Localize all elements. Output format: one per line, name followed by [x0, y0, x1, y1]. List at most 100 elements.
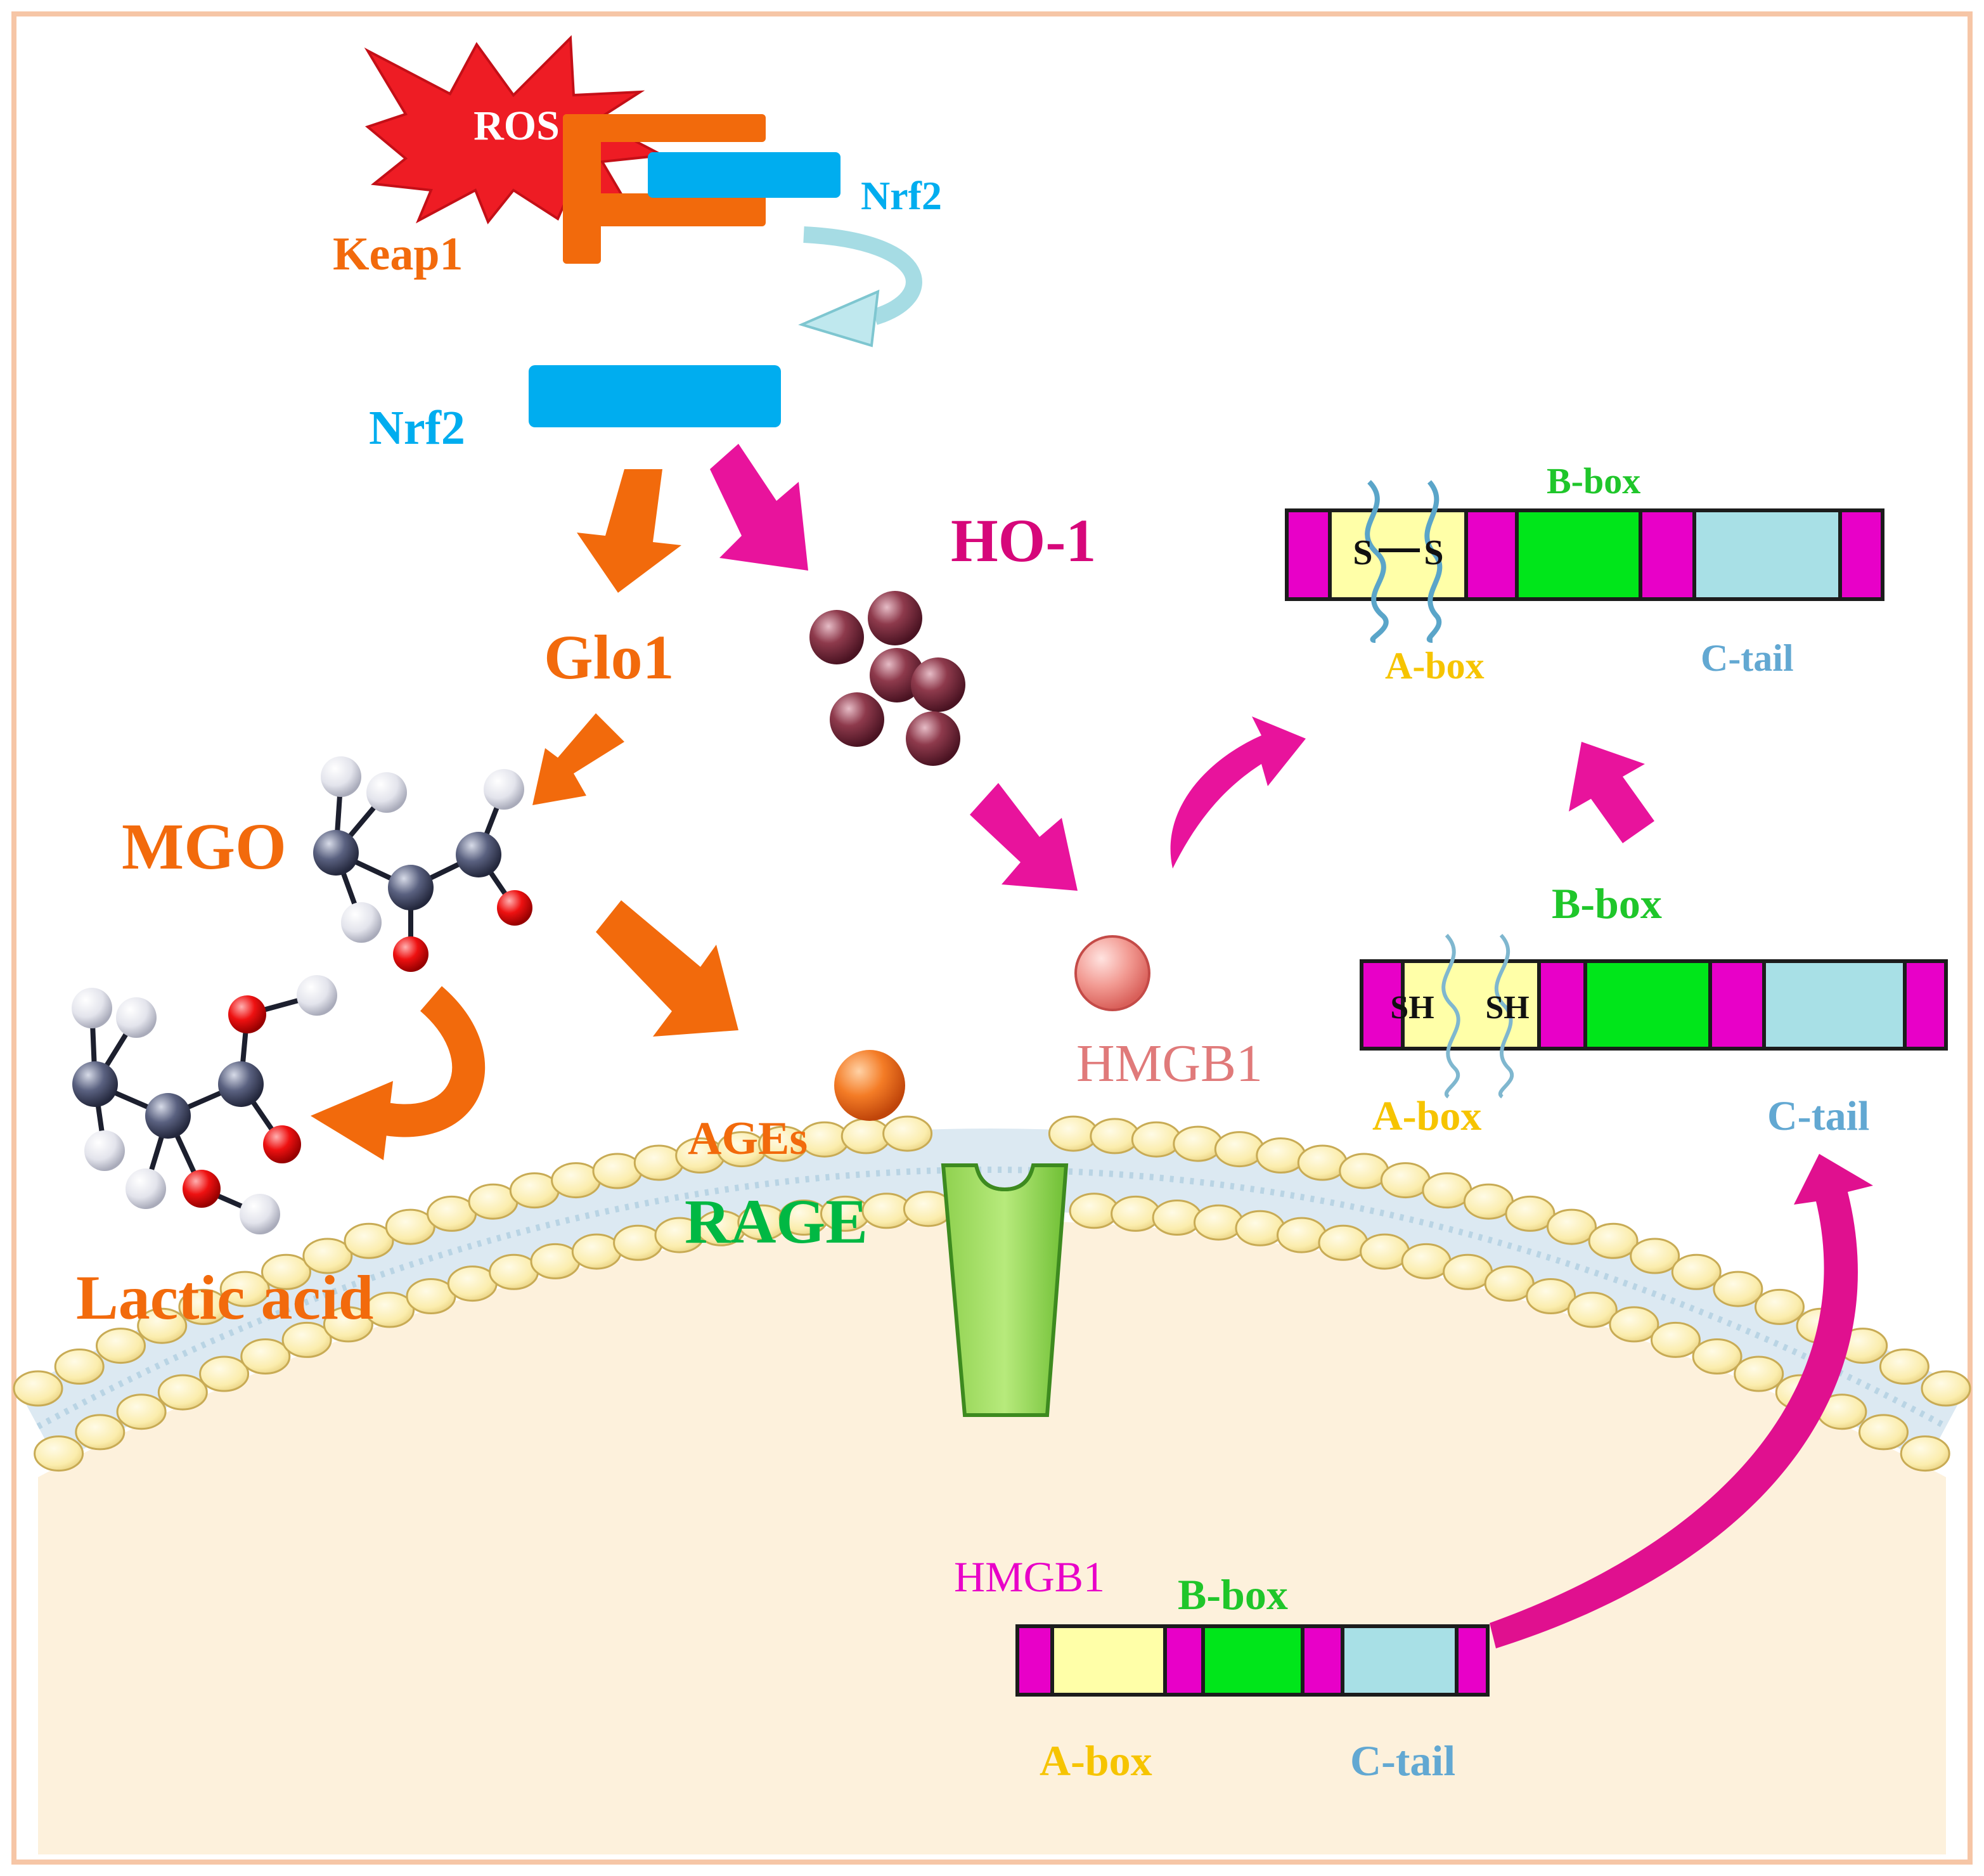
lipid-head [1921, 1370, 1971, 1407]
arrow-mgo-to-lactic-head [311, 1081, 393, 1160]
lipid-head [137, 1307, 188, 1344]
lipid-head [199, 1355, 250, 1392]
lipid-head [1692, 1338, 1742, 1375]
thiol-abox-label: A-box [1372, 1093, 1481, 1139]
lipid-head [1734, 1355, 1784, 1392]
rage-label: RAGE [685, 1186, 868, 1257]
thiol-ctail-label: C-tail [1767, 1093, 1869, 1139]
hmgb1-released-label: HMGB1 [1076, 1034, 1263, 1093]
thiol-hmgb1-protein [1360, 933, 1948, 1099]
hmgb1-sphere [1074, 935, 1150, 1011]
arrow-mgo-to-ages [596, 900, 738, 1037]
ages-sphere [834, 1050, 905, 1121]
lipid-head [1318, 1224, 1369, 1261]
nrf2-free-bar [529, 365, 781, 427]
nuclear-bbox-label: B-box [1178, 1570, 1288, 1619]
lipid-head [96, 1328, 146, 1364]
lipid-head [1111, 1195, 1161, 1232]
keap1-shape [563, 114, 766, 264]
lipid-head [323, 1306, 373, 1343]
lipid-head [1277, 1217, 1327, 1253]
lipid-head [1214, 1131, 1265, 1168]
lipid-head [633, 1144, 684, 1181]
hmgb1-nuclear-label: HMGB1 [954, 1553, 1105, 1601]
lipid-head [1256, 1137, 1306, 1174]
lipid-head [240, 1338, 291, 1375]
lipid-head [1505, 1195, 1556, 1232]
lactic-acid-label: Lactic acid [76, 1262, 373, 1333]
lipid-head [75, 1414, 126, 1451]
lipid-head [54, 1349, 105, 1385]
nrf2-bound-bar [648, 152, 841, 198]
nuclear-ctail-label: C-tail [1350, 1737, 1455, 1785]
lipid-head [1567, 1291, 1618, 1328]
lipid-head [1235, 1210, 1285, 1246]
lipid-head [1547, 1208, 1597, 1245]
ho1-label: HO-1 [951, 507, 1096, 574]
lipid-head [1152, 1200, 1202, 1236]
lipid-head [1879, 1349, 1929, 1385]
ho1-molecule-cluster [809, 591, 965, 766]
lipid-head [1900, 1435, 1950, 1472]
lipid-head [281, 1321, 332, 1358]
lipid-head [385, 1208, 435, 1245]
thiol-sh-left: SH [1390, 990, 1434, 1026]
disulfide-bbox-label: B-box [1547, 460, 1640, 501]
lipid-head [1090, 1118, 1140, 1155]
mgo-label: MGO [122, 810, 287, 883]
lipid-head [302, 1238, 353, 1274]
lipid-head [1131, 1121, 1182, 1158]
release-arrow [798, 226, 922, 347]
nuclear-abox-label: A-box [1040, 1737, 1152, 1785]
arrow-nrf2-to-glo1 [577, 469, 681, 593]
lipid-head [13, 1370, 63, 1407]
lipid-head [178, 1288, 229, 1325]
disulfide-abox-label: A-box [1385, 645, 1485, 687]
nrf2-free-label: Nrf2 [369, 401, 465, 455]
ages-label: AGEs [688, 1113, 808, 1165]
arrow-nuclear-to-thiol [1490, 1154, 1873, 1648]
lipid-head [261, 1253, 311, 1290]
lipid-head [364, 1291, 415, 1328]
lipid-head [219, 1271, 270, 1307]
lipid-head [1609, 1306, 1659, 1343]
lipid-head [1297, 1144, 1348, 1181]
lipid-head [1713, 1271, 1763, 1307]
lipid-head [1671, 1253, 1722, 1290]
glo1-label: Glo1 [544, 622, 674, 692]
arrow-ho1-to-hmgb1 [970, 783, 1078, 891]
arrow-nrf2-to-ho1 [710, 444, 808, 571]
arrow-mgo-to-lactic [366, 986, 486, 1137]
disulfide-s-right: S [1424, 533, 1443, 573]
lipid-head [1526, 1278, 1576, 1314]
mgo-atoms [313, 756, 532, 972]
disulfide-hmgb1-protein [1285, 480, 1884, 643]
lipid-head [1194, 1204, 1244, 1241]
lipid-head [1588, 1222, 1639, 1259]
arrow-thiol-to-disulfide [1569, 742, 1654, 843]
lipid-head [882, 1115, 933, 1152]
ros-label: ROS [473, 103, 560, 149]
arrow-hmgb1-to-disulfide [1170, 716, 1306, 869]
keap1-label: Keap1 [333, 228, 463, 280]
rage-receptor [941, 1163, 1069, 1417]
disulfide-s-left: S [1353, 533, 1372, 573]
lactic-acid-atoms [72, 975, 337, 1234]
disulfide-ctail-label: C-tail [1701, 637, 1794, 679]
nrf2-bound-label: Nrf2 [861, 173, 942, 218]
phospholipid-heads [13, 1115, 1971, 1472]
lipid-head [34, 1435, 84, 1472]
lipid-head [1173, 1125, 1223, 1162]
lipid-head [1755, 1288, 1805, 1325]
lipid-head [344, 1222, 394, 1259]
arrow-glo1-to-mgo [532, 713, 624, 805]
lipid-head [157, 1374, 208, 1411]
thiol-bbox-label: B-box [1552, 879, 1662, 928]
nuclear-hmgb1-protein [1015, 1624, 1490, 1697]
thiol-sh-right: SH [1485, 990, 1529, 1026]
lipid-head [1651, 1321, 1701, 1358]
lipid-head [613, 1224, 664, 1261]
lipid-head [116, 1394, 167, 1430]
lipid-head [1630, 1238, 1680, 1274]
